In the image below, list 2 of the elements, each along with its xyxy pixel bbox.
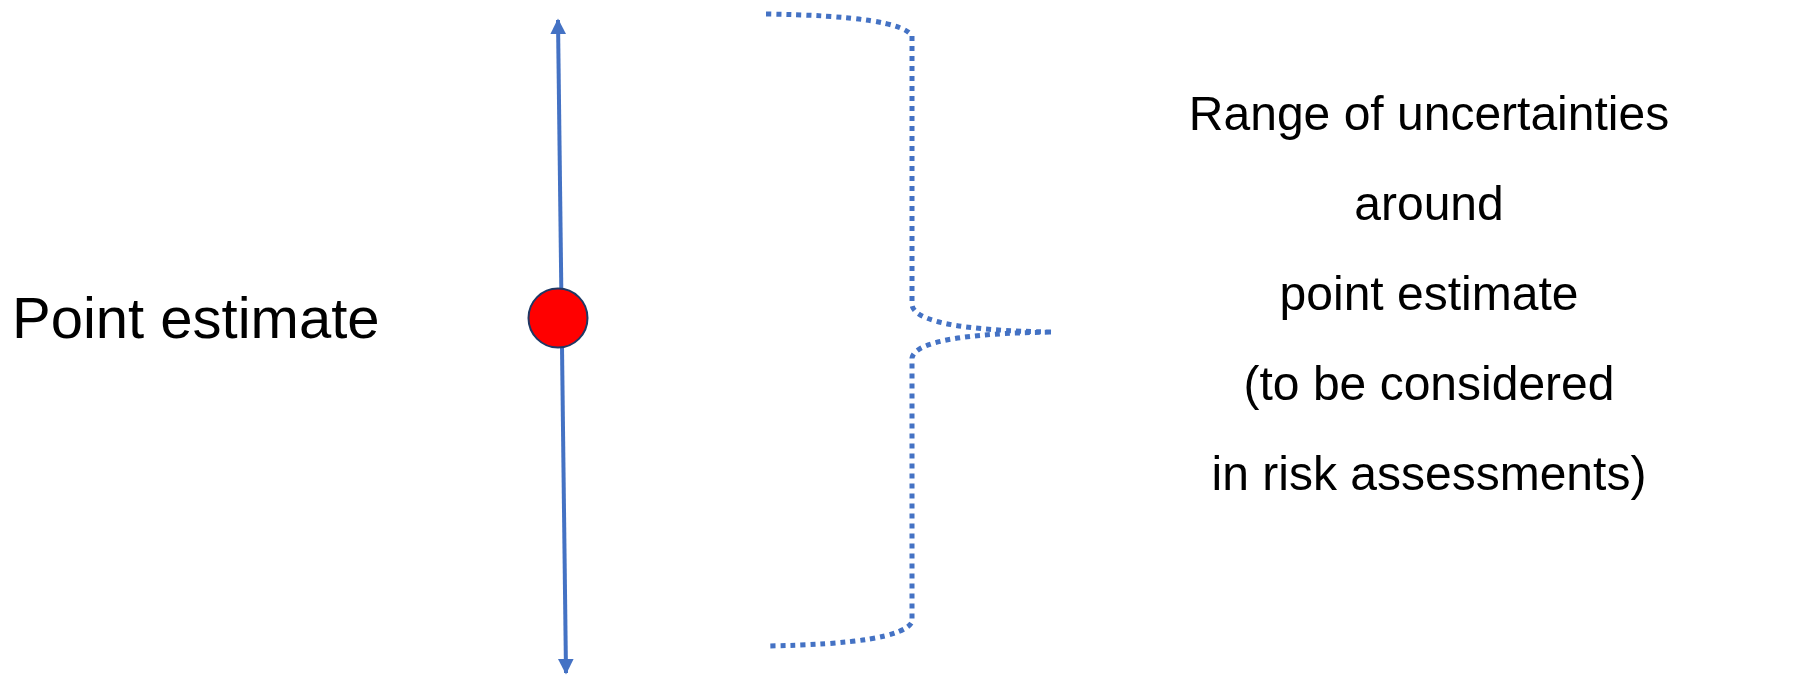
point-label: Point estimate	[12, 289, 380, 347]
range-description: Range of uncertainties around point estimate (to be considered in risk assessments)	[1187, 86, 1671, 502]
